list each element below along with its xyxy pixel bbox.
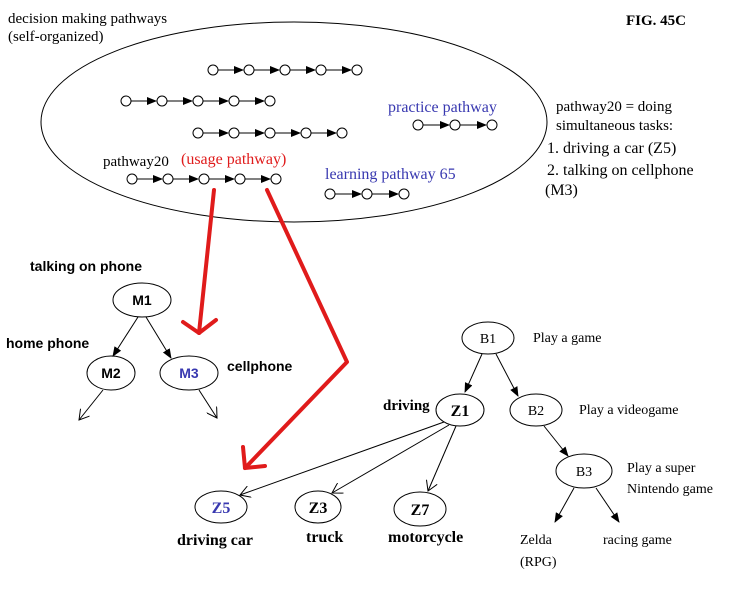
racing-game-label: racing game — [603, 533, 672, 548]
zelda-label-line1: Zelda — [520, 533, 553, 548]
edge-z1-z5 — [240, 421, 445, 495]
node-z1-label: Z1 — [451, 403, 470, 420]
z7-caption: motorcycle — [388, 529, 463, 546]
chain-top — [207, 64, 363, 76]
usage-arrows — [181, 188, 349, 470]
edge-b3-zelda — [554, 487, 575, 523]
chain-node — [336, 127, 348, 139]
node-z3-label: Z3 — [309, 500, 328, 517]
chain-node — [361, 188, 373, 200]
z3-caption: truck — [306, 529, 343, 546]
node-m3 — [159, 355, 219, 391]
zelda-label-line2: (RPG) — [520, 555, 557, 570]
chain-node — [234, 173, 246, 185]
edge-z1-z3 — [332, 424, 450, 493]
chain-node — [264, 127, 276, 139]
node-b2-label: B2 — [528, 404, 544, 419]
node-m3-label: M3 — [179, 365, 199, 381]
node-z1 — [435, 393, 485, 427]
chain-node — [192, 127, 204, 139]
chain-node — [192, 95, 204, 107]
chain-node — [126, 173, 138, 185]
phone-root-caption: talking on phone — [30, 258, 142, 274]
chain-node — [398, 188, 410, 200]
chain-node — [486, 119, 498, 131]
chain-node — [120, 95, 132, 107]
chain-node — [351, 64, 363, 76]
practice-pathway-label: practice pathway — [388, 99, 497, 116]
chain-node — [264, 95, 276, 107]
node-z7-label: Z7 — [411, 502, 430, 519]
pathway20-label: pathway20 — [103, 154, 169, 170]
chain-node — [228, 95, 240, 107]
chain-node — [279, 64, 291, 76]
red-arrow-to-m3-head — [181, 318, 218, 335]
diagram-title-line2: (self-organized) — [8, 29, 104, 45]
node-z5-label: Z5 — [212, 500, 231, 517]
chain-middle — [192, 127, 348, 139]
note-line1: pathway20 = doing — [556, 99, 672, 115]
chain-node — [243, 64, 255, 76]
usage-pathway-label: (usage pathway) — [181, 151, 286, 168]
chain-node — [228, 127, 240, 139]
b2-caption: Play a videogame — [579, 403, 679, 418]
chain-node — [198, 173, 210, 185]
z5-caption: driving car — [177, 532, 253, 549]
edge-b1-z1 — [464, 353, 483, 393]
chain-node — [300, 127, 312, 139]
chain-node — [449, 119, 461, 131]
pathway-chains — [120, 64, 498, 200]
phone-left-caption: home phone — [6, 335, 89, 351]
edge-m1-m3 — [145, 316, 172, 359]
node-z3 — [294, 490, 342, 524]
node-z5 — [194, 490, 248, 524]
edge-m2-out — [79, 389, 104, 420]
chain-practice — [412, 119, 498, 131]
diagram-title-line1: decision making pathways — [8, 11, 167, 27]
edge-m1-m2 — [112, 316, 139, 357]
edge-b1-b2 — [495, 353, 519, 397]
node-b1 — [461, 321, 515, 355]
chain-node — [412, 119, 424, 131]
node-m1 — [112, 282, 172, 318]
red-arrow-to-m3 — [197, 188, 216, 335]
edge-b2-b3 — [543, 425, 569, 457]
chain-node — [162, 173, 174, 185]
chain-node — [156, 95, 168, 107]
node-z7 — [393, 491, 447, 527]
note-line2: simultaneous tasks: — [556, 118, 673, 134]
chain-node — [315, 64, 327, 76]
edge-b3-racing — [595, 487, 620, 523]
b3-caption-line2: Nintendo game — [627, 482, 713, 497]
node-b2 — [509, 393, 563, 427]
chain-upper-left — [120, 95, 276, 107]
chain-pathway20 — [126, 173, 282, 185]
red-arrow-to-z5 — [243, 188, 349, 470]
note-line4: 2. talking on cellphone — [547, 162, 694, 179]
note-line3: 1. driving a car (Z5) — [547, 140, 676, 157]
chain-node — [324, 188, 336, 200]
b1-caption: Play a game — [533, 331, 601, 346]
node-m2-label: M2 — [101, 365, 121, 381]
node-m1-label: M1 — [132, 292, 152, 308]
pathways-ellipse — [40, 21, 548, 223]
node-b3-label: B3 — [576, 465, 592, 480]
edge-z1-z7 — [428, 425, 457, 491]
node-m2 — [86, 355, 136, 391]
note-line5: (M3) — [545, 182, 578, 199]
node-b3 — [555, 453, 613, 489]
edge-m3-out — [198, 389, 217, 418]
b3-caption-line1: Play a super — [627, 461, 696, 476]
red-arrow-to-z5-head — [241, 445, 267, 470]
chain-node — [207, 64, 219, 76]
figure-label: FIG. 45C — [626, 13, 686, 29]
node-b1-label: B1 — [480, 332, 496, 347]
learning-pathway-label: learning pathway 65 — [325, 166, 456, 183]
chain-node — [270, 173, 282, 185]
phone-right-caption: cellphone — [227, 358, 293, 374]
chain-learning — [324, 188, 410, 200]
z1-caption: driving — [383, 398, 430, 414]
